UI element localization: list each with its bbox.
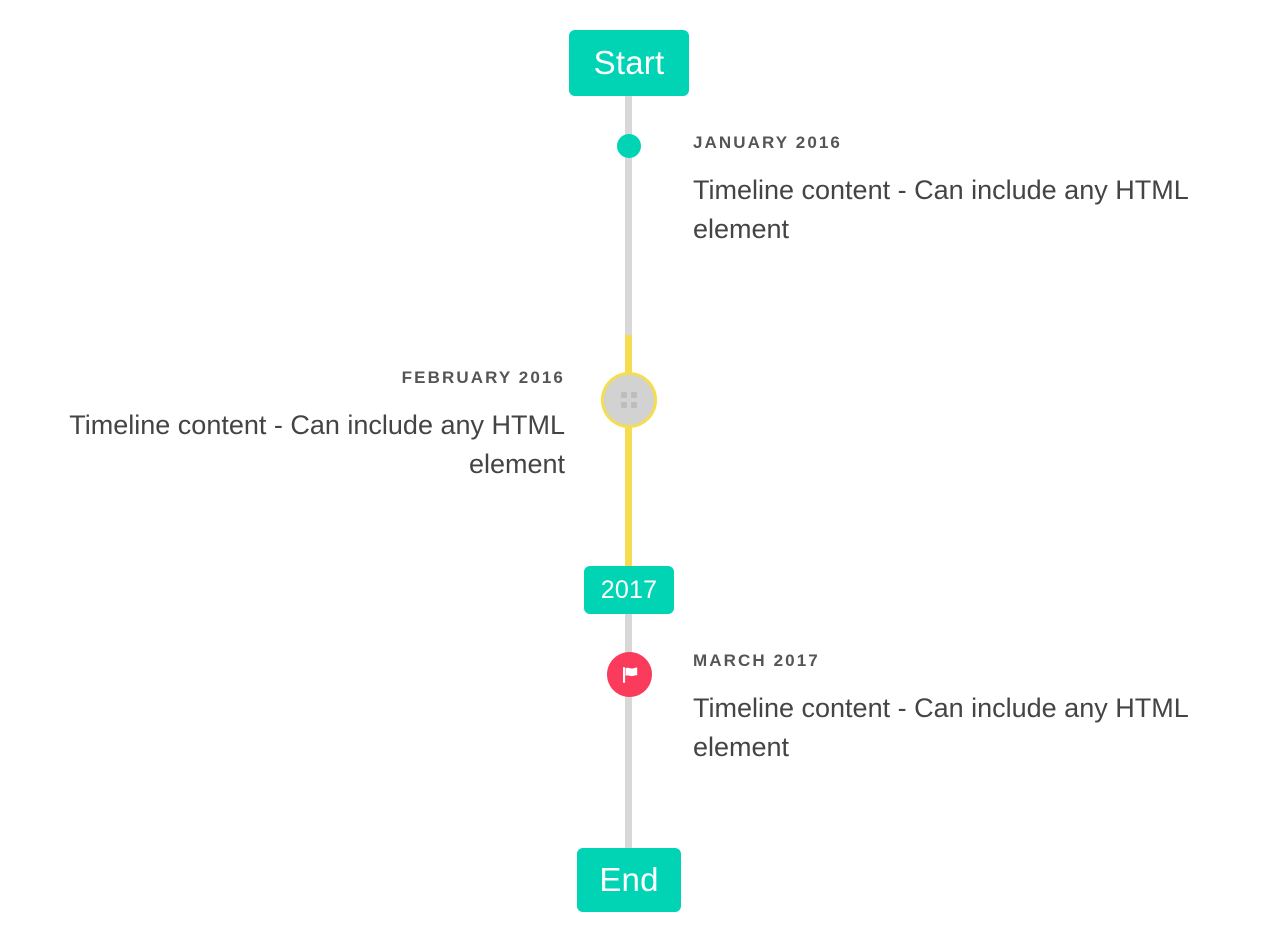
- timeline-marker-ring-icon[interactable]: [601, 372, 657, 428]
- timeline-entry-body: Timeline content - Can include any HTML …: [69, 410, 565, 479]
- timeline-entry-body: Timeline content - Can include any HTML …: [693, 175, 1188, 244]
- timeline-axis-line-highlight: [625, 335, 632, 566]
- timeline-entry-january: JANUARY 2016 Timeline content - Can incl…: [693, 133, 1233, 248]
- timeline-marker-dot-icon[interactable]: [617, 134, 641, 158]
- timeline-axis-line-top: [625, 95, 632, 335]
- timeline-marker-flag-icon[interactable]: [607, 652, 652, 697]
- timeline-entry-label: FEBRUARY 2016: [401, 368, 565, 387]
- timeline-entry-label: MARCH 2017: [693, 651, 820, 670]
- timeline-entry-march: MARCH 2017 Timeline content - Can includ…: [693, 651, 1233, 766]
- timeline-entry-body: Timeline content - Can include any HTML …: [693, 693, 1188, 762]
- timeline-end-badge[interactable]: End: [577, 848, 681, 912]
- flag-icon: [622, 666, 637, 683]
- timeline-start-badge[interactable]: Start: [569, 30, 689, 96]
- timeline-year-badge[interactable]: 2017: [584, 566, 674, 614]
- image-placeholder-icon: [621, 392, 637, 408]
- timeline-entry-february: FEBRUARY 2016 Timeline content - Can inc…: [25, 368, 565, 483]
- timeline-entry-label: JANUARY 2016: [693, 133, 842, 152]
- timeline-axis-line-bottom: [625, 613, 632, 848]
